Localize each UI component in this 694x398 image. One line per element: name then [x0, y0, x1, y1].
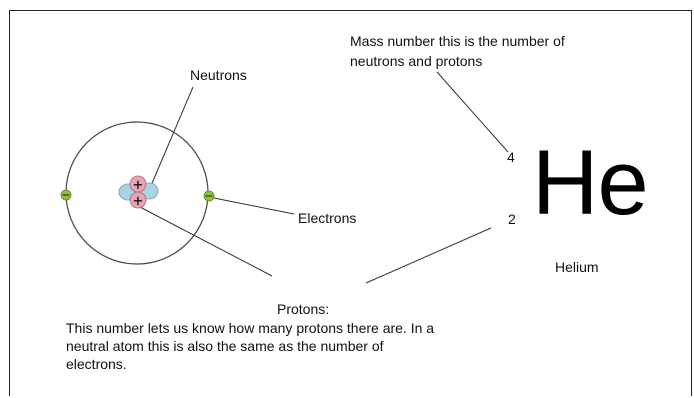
mass-number-caption: Mass number this is the number of neutro… [350, 31, 565, 71]
electrons-label: Electrons [298, 210, 357, 226]
neutrons-label: Neutrons [190, 67, 247, 83]
element-name: Helium [555, 259, 599, 275]
protons-desc-line-2: neutral atom this is also the same as th… [66, 338, 384, 354]
nucleus: + + [118, 175, 159, 209]
atomic-number: 2 [508, 211, 516, 227]
mass-number-leader-line [436, 71, 509, 153]
protons-description: This number lets us know how many proton… [66, 319, 536, 373]
figure-frame [9, 10, 692, 396]
electron-right [203, 190, 215, 202]
protons-leader-line [137, 205, 273, 277]
protons-desc-line-1: This number lets us know how many proton… [66, 320, 435, 336]
protons-desc-line-3: electrons. [66, 356, 127, 372]
electrons-leader-line [213, 197, 295, 215]
atomic-number-leader-line [365, 227, 492, 284]
mass-caption-line-2: neutrons and protons [350, 53, 483, 69]
neutrons-leader-line [149, 86, 194, 189]
protons-title: Protons: [277, 301, 330, 317]
electron-left [60, 189, 72, 201]
element-symbol: He [532, 132, 649, 234]
mass-number: 4 [507, 149, 515, 165]
mass-caption-line-1: Mass number this is the number of [350, 33, 565, 49]
proton-bottom-sign: + [133, 194, 144, 209]
proton-bottom [129, 191, 147, 209]
proton-top-sign: + [133, 178, 144, 193]
